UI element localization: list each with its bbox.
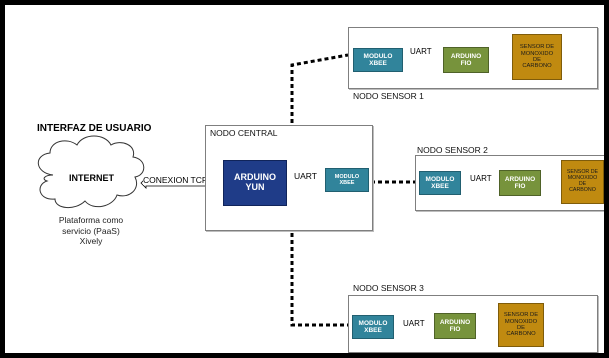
central-uart-label: UART bbox=[294, 171, 317, 181]
node3-uart-label: UART bbox=[403, 319, 425, 328]
node2-title: NODO SENSOR 2 bbox=[417, 145, 488, 155]
tcpip-label: CONEXION TCP/IP bbox=[143, 175, 218, 185]
node1-uart-label: UART bbox=[410, 47, 432, 56]
link-sensor-3 bbox=[290, 205, 348, 327]
node3-title: NODO SENSOR 3 bbox=[353, 283, 424, 293]
node1-title: NODO SENSOR 1 bbox=[353, 91, 424, 101]
user-interface-title: INTERFAZ DE USUARIO bbox=[37, 123, 152, 134]
internet-cloud-icon bbox=[37, 135, 145, 208]
central-node-title: NODO CENTRAL bbox=[210, 128, 278, 138]
internet-label: INTERNET bbox=[69, 173, 114, 183]
link-sensor-1 bbox=[290, 53, 349, 165]
node2-uart-label: UART bbox=[470, 174, 492, 183]
platform-caption: Plataforma como servicio (PaaS) Xively bbox=[58, 215, 124, 247]
